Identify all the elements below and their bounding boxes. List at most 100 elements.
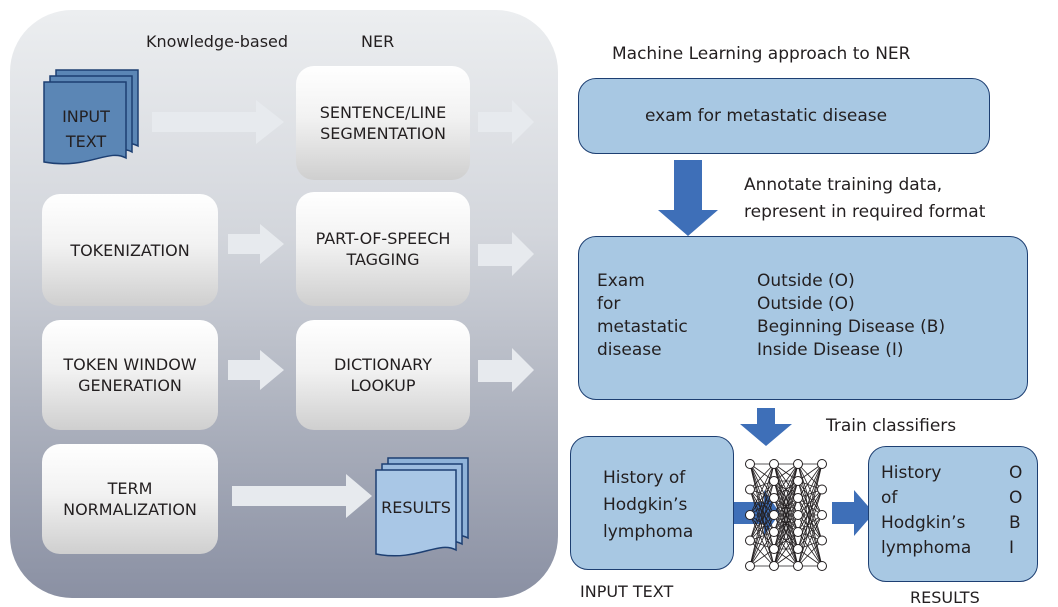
tag-item: Outside (O) <box>757 271 855 291</box>
result-tag: B <box>1009 513 1021 533</box>
network-edge <box>773 463 799 516</box>
network-edge <box>797 463 823 533</box>
result-tag: I <box>1009 538 1015 558</box>
arrow-dictionary-out <box>478 348 534 392</box>
network-node <box>769 493 779 503</box>
network-node <box>817 459 827 469</box>
ml-input-box: History of Hodgkin’s lymphoma <box>570 436 734 570</box>
network-node <box>817 484 827 495</box>
network-edge <box>749 480 775 541</box>
network-edge <box>797 514 823 567</box>
window-line-1: TOKEN WINDOW <box>63 355 197 374</box>
network-edge <box>773 531 799 567</box>
network-node <box>769 527 779 537</box>
network-edge <box>749 463 775 490</box>
results-document-icon <box>375 457 469 557</box>
segmentation-line-1: SENTENCE/LINE <box>319 103 447 122</box>
tag-item: Beginning Disease (B) <box>757 317 946 337</box>
input-document-label: INPUT TEXT <box>40 104 132 154</box>
dictionary-line-1: DICTIONARY <box>333 355 433 374</box>
annotate-note-line-1: Annotate training data, <box>744 175 943 195</box>
network-node <box>769 544 779 554</box>
sentence-box: exam for metastatic disease <box>578 78 990 154</box>
arrow-train <box>740 408 792 446</box>
network-edge <box>797 489 823 533</box>
arrow-pos-out <box>478 232 534 276</box>
network-edge <box>749 480 775 516</box>
arrow-input-to-segmentation <box>152 100 284 144</box>
input-doc-line-2: TEXT <box>65 132 107 151</box>
network-node <box>817 510 827 520</box>
input-line-3: lymphoma <box>603 522 694 542</box>
input-line-2: Hodgkin’s <box>603 495 688 515</box>
network-node <box>769 510 779 520</box>
results-label: RESULTS <box>910 588 980 607</box>
network-edge <box>749 497 775 541</box>
arrow-window-to-dictionary <box>228 350 284 390</box>
network-edge <box>797 489 823 567</box>
ml-input-text: History of Hodgkin’s lymphoma <box>603 465 693 546</box>
ner-title: NER <box>361 32 395 51</box>
network-edge <box>749 514 775 541</box>
token-item: for <box>597 294 621 314</box>
input-line-1: History of <box>603 468 686 488</box>
network-edge <box>749 514 775 567</box>
normalization-line-1: TERM <box>107 479 153 498</box>
pos-line-1: PART-OF-SPEECH <box>315 229 451 248</box>
dictionary-lookup-box: DICTIONARY LOOKUP <box>296 320 470 430</box>
network-edge <box>797 463 823 499</box>
network-edge <box>797 489 823 516</box>
annotation-box: Exam for metastatic disease Outside (O) … <box>578 236 1028 400</box>
arrow-normalization-to-results <box>232 474 372 518</box>
token-item: metastatic <box>597 317 688 337</box>
network-node <box>793 527 803 537</box>
network-edge <box>749 540 775 567</box>
tag-item: Inside Disease (I) <box>757 340 904 360</box>
network-node <box>793 493 803 503</box>
input-text-label: INPUT TEXT <box>580 582 674 601</box>
network-edge <box>749 463 775 499</box>
results-token-column: History of Hodgkin’s lymphoma <box>881 461 971 561</box>
network-edge <box>773 463 799 499</box>
network-node <box>745 535 755 546</box>
result-token: lymphoma <box>881 538 972 558</box>
network-node <box>769 561 779 571</box>
arrow-tokenization-to-pos <box>228 224 284 264</box>
network-edge <box>749 463 775 516</box>
network-node <box>817 535 827 546</box>
result-tag: O <box>1009 488 1023 508</box>
results-tag-column: O O B I <box>1009 461 1022 561</box>
token-item: disease <box>597 340 662 360</box>
pos-line-2: TAGGING <box>346 250 420 269</box>
dictionary-line-2: LOOKUP <box>350 376 416 395</box>
result-tag: O <box>1009 463 1023 483</box>
ml-results-box: History of Hodgkin’s lymphoma O O B I <box>868 446 1038 582</box>
result-token: Hodgkin’s <box>881 513 966 533</box>
results-document-label: RESULTS <box>381 498 451 517</box>
tokenization-label: TOKENIZATION <box>70 240 190 260</box>
network-edge <box>797 463 823 490</box>
annotate-note: Annotate training data, represent in req… <box>744 172 985 226</box>
annotate-note-line-2: represent in required format <box>744 202 986 222</box>
tokenization-box: TOKENIZATION <box>42 194 218 306</box>
network-edge <box>797 540 823 567</box>
sentence-text: exam for metastatic disease <box>645 106 888 126</box>
network-node <box>745 484 755 495</box>
segmentation-line-2: SEGMENTATION <box>320 124 446 143</box>
network-node <box>745 459 755 469</box>
network-edge <box>749 531 775 567</box>
network-node <box>769 459 779 469</box>
token-item: Exam <box>597 271 645 291</box>
token-column: Exam for metastatic disease <box>597 270 688 362</box>
arrow-annotate <box>658 160 718 236</box>
network-edge <box>797 531 823 567</box>
network-edge <box>749 463 775 541</box>
network-node <box>793 510 803 520</box>
input-doc-line-1: INPUT <box>62 107 110 126</box>
network-node <box>745 561 755 571</box>
network-edge <box>773 463 799 533</box>
network-node <box>793 544 803 554</box>
